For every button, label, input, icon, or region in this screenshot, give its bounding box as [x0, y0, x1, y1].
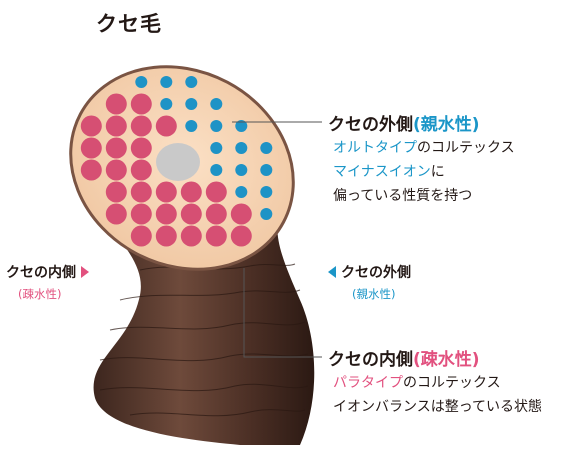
para-cortex-cell — [105, 159, 127, 181]
para-cortex-cell — [80, 137, 102, 159]
ortho-cortex-cell — [235, 186, 248, 198]
para-cortex-cell — [130, 93, 152, 115]
para-type-text: パラタイプ — [333, 375, 403, 391]
para-cortex-cell — [155, 225, 177, 247]
ortho-cortex-cell — [210, 164, 223, 176]
right-label: クセの外側 — [328, 262, 411, 282]
para-cortex-cell — [105, 115, 127, 137]
medulla — [156, 143, 200, 181]
page-title: クセ毛 — [96, 12, 162, 36]
para-cortex-cell — [130, 203, 152, 225]
triangle-left-icon — [328, 266, 336, 278]
inner-description: パラタイプのコルテックス イオンバランスは整っている状態 — [333, 371, 542, 419]
outer-line2-rest: に — [430, 164, 445, 180]
ortho-cortex-cell — [185, 120, 198, 132]
outer-description: オルトタイプのコルテックス マイナスイオンに 偏っている性質を持つ — [333, 136, 515, 208]
ortho-cortex-cell — [235, 164, 248, 176]
para-cortex-cell — [230, 225, 252, 247]
ortho-cortex-cell — [235, 120, 248, 132]
ortho-cortex-cell — [135, 76, 148, 88]
leader-line-inner — [243, 268, 322, 358]
para-cortex-cell — [180, 203, 202, 225]
ortho-type-text: オルトタイプ — [333, 140, 417, 156]
negative-ion-text: マイナスイオン — [333, 164, 431, 180]
left-label: クセの内側 — [6, 262, 89, 282]
para-cortex-cell — [155, 115, 177, 137]
para-cortex-cell — [155, 203, 177, 225]
para-cortex-cell — [80, 115, 102, 137]
ortho-cortex-cell — [260, 186, 273, 198]
inner-line2: イオンバランスは整っている状態 — [333, 399, 543, 415]
para-cortex-cell — [130, 225, 152, 247]
ortho-cortex-cell — [260, 164, 273, 176]
triangle-right-icon — [81, 266, 89, 278]
ortho-cortex-cell — [210, 120, 223, 132]
hair-shaft — [70, 150, 315, 445]
para-cortex-cell — [205, 181, 227, 203]
right-label-name: クセの外側 — [341, 265, 411, 281]
para-cortex-cell — [180, 181, 202, 203]
ortho-cortex-cell — [260, 142, 273, 154]
left-label-sub: (疎水性) — [18, 287, 62, 301]
para-cortex-cell — [80, 159, 102, 181]
ortho-cortex-cell — [160, 98, 173, 110]
ortho-cortex-cell — [260, 208, 273, 220]
outer-line3: 偏っている性質を持つ — [333, 188, 473, 204]
para-cortex-cell — [130, 115, 152, 137]
ortho-cortex-cell — [160, 76, 173, 88]
left-label-name: クセの内側 — [6, 265, 76, 281]
hair-texture — [99, 263, 309, 417]
para-cortex-cell — [105, 93, 127, 115]
para-cortex-cell — [105, 203, 127, 225]
inner-heading-name: クセの内側 — [328, 350, 413, 370]
ortho-cortex-cell — [185, 98, 198, 110]
para-cortex-cell — [230, 203, 252, 225]
para-cortex-cell — [130, 181, 152, 203]
ortho-cortex-cell — [210, 98, 223, 110]
para-cortex-cell — [130, 159, 152, 181]
para-cortex-cell — [205, 203, 227, 225]
right-label-sub: (親水性) — [352, 287, 396, 301]
para-cortex-cell — [105, 137, 127, 159]
inner-line1-rest: のコルテックス — [403, 375, 501, 391]
para-cortex-cell — [130, 137, 152, 159]
ortho-cortex-cell — [185, 76, 198, 88]
inner-heading-property: (疎水性) — [413, 350, 480, 370]
para-cortex-cell — [180, 225, 202, 247]
para-cortex-cell — [155, 181, 177, 203]
para-cortex-cell — [205, 225, 227, 247]
para-cortex-cell — [105, 181, 127, 203]
outer-line1-rest: のコルテックス — [417, 140, 515, 156]
ortho-cortex-cell — [235, 142, 248, 154]
outer-heading-name: クセの外側 — [328, 115, 413, 135]
outer-heading: クセの外側(親水性) — [328, 110, 480, 135]
outer-heading-property: (親水性) — [413, 115, 480, 135]
inner-heading: クセの内側(疎水性) — [328, 345, 480, 370]
ortho-cortex-cell — [210, 142, 223, 154]
